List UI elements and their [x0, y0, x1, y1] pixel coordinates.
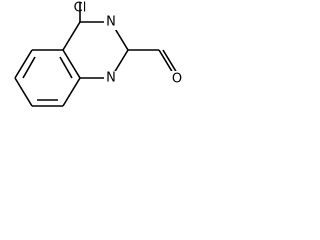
double-bond-c8a-c4a — [59, 56, 73, 79]
bond-c8-c8a — [62, 77, 81, 107]
nitrogen-bottom-mask — [104, 71, 118, 86]
nitrogen-top-label: N — [106, 15, 116, 30]
chlorine-label: Cl — [74, 1, 87, 16]
pyrimidine-ring — [62, 21, 129, 79]
bond-c4a-c4 — [62, 21, 81, 51]
chemical-structure-diagram: Cl N N O — [14, 1, 184, 107]
oxygen-label: O — [172, 72, 182, 87]
bond-c6-c7 — [14, 77, 33, 107]
benzene-ring — [14, 49, 81, 107]
nitrogen-top-mask — [104, 15, 118, 30]
bond-c5-c6 — [14, 49, 33, 79]
double-bond-c5-c6 — [22, 56, 36, 79]
bond-c8a-c4a — [62, 49, 81, 79]
nitrogen-bottom-label: N — [106, 71, 116, 86]
oxygen-mask — [169, 71, 184, 86]
